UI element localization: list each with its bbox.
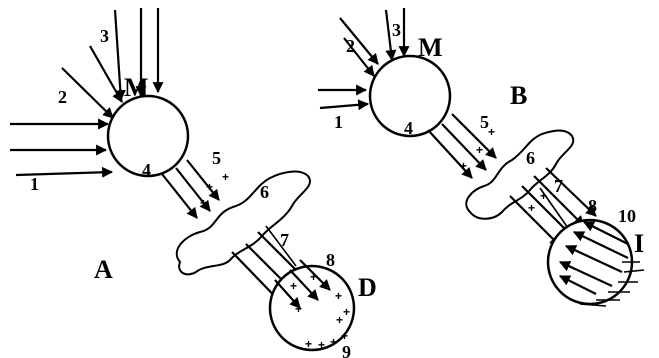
charge-mark: + bbox=[488, 125, 495, 139]
panel-b-obstacle bbox=[465, 129, 575, 220]
charge-mark: + bbox=[295, 302, 302, 316]
charge-mark: + bbox=[476, 143, 483, 157]
charge-mark: + bbox=[341, 329, 348, 343]
panel-b-incoming-rays-2 bbox=[339, 17, 379, 77]
panel-b-passing-rays bbox=[509, 167, 597, 247]
charge-mark: + bbox=[540, 189, 547, 203]
panel-b-label-2: 2 bbox=[346, 36, 355, 56]
panel-b-label-7: 7 bbox=[554, 176, 563, 196]
panel-a-label-8: 8 bbox=[326, 250, 335, 270]
charge-mark: + bbox=[290, 279, 297, 293]
charge-mark: + bbox=[330, 335, 337, 349]
panel-a-label-m: M bbox=[124, 73, 149, 102]
panel-a-incoming-rays-2 bbox=[61, 45, 123, 119]
panel-b-label-10: 10 bbox=[618, 206, 636, 226]
charge-mark: + bbox=[336, 313, 343, 327]
panel-a-label-1: 1 bbox=[30, 174, 39, 194]
panel-a-emitted-charges: + + + bbox=[200, 170, 229, 210]
panel-a-label-4: 4 bbox=[142, 160, 151, 180]
panel-a-target-charges: + + + + + + + + + + bbox=[290, 270, 350, 352]
panel-a-sphere-m bbox=[106, 94, 190, 178]
charge-mark: + bbox=[310, 270, 317, 284]
panel-b-label-6: 6 bbox=[526, 148, 535, 168]
panel-b-label-i: I bbox=[634, 229, 644, 258]
panel-b-title: B bbox=[510, 81, 527, 110]
panel-a-label-2: 2 bbox=[58, 87, 67, 107]
panel-b-label-m: M bbox=[418, 33, 443, 62]
panel-b-label-1: 1 bbox=[334, 112, 343, 132]
panel-a-label-7: 7 bbox=[280, 230, 289, 250]
panel-b-sphere-m bbox=[368, 54, 452, 138]
panel-a-emitted-rays bbox=[161, 159, 220, 219]
panel-a: + + + + + + + + + + + + + bbox=[10, 8, 377, 358]
charge-mark: + bbox=[222, 170, 229, 184]
panel-a-label-d: D bbox=[358, 273, 377, 302]
charge-mark: + bbox=[318, 338, 325, 352]
panel-a-sphere-d bbox=[268, 264, 356, 352]
panel-b-induced-charges bbox=[579, 261, 645, 307]
panel-a-inner-ray bbox=[274, 279, 301, 309]
panel-a-label-5: 5 bbox=[212, 148, 221, 168]
panel-a-inner-ray bbox=[299, 259, 331, 291]
charge-mark: + bbox=[528, 201, 535, 215]
charge-mark: + bbox=[200, 196, 207, 210]
charge-mark: + bbox=[206, 180, 213, 194]
panel-a-label-9: 9 bbox=[342, 342, 351, 358]
charge-mark: + bbox=[305, 337, 312, 351]
charge-mark: + bbox=[460, 159, 467, 173]
panel-b-emitted-charges: + + + bbox=[460, 125, 495, 173]
panel-a-label-3: 3 bbox=[100, 26, 109, 46]
panel-b-passing-charges: + + bbox=[528, 189, 547, 215]
panel-a-label-6: 6 bbox=[260, 182, 269, 202]
panel-a-obstacle bbox=[175, 170, 311, 276]
panel-b: + + + + + bbox=[318, 8, 645, 307]
panel-b-emitted-rays bbox=[427, 113, 497, 179]
panel-a-incoming-rays-3 bbox=[113, 8, 164, 102]
panel-b-reflected-rays bbox=[559, 221, 629, 295]
charge-mark: + bbox=[343, 305, 350, 319]
panel-b-incoming-rays-1 bbox=[318, 84, 370, 111]
panel-a-inner-ray bbox=[289, 269, 319, 301]
panel-a-title: A bbox=[94, 255, 113, 284]
panel-b-label-8: 8 bbox=[588, 196, 597, 216]
panel-b-label-3: 3 bbox=[392, 20, 401, 40]
panel-b-incoming-rays-3 bbox=[384, 8, 410, 62]
panel-b-label-4: 4 bbox=[404, 118, 413, 138]
panel-a-incoming-rays-1 bbox=[10, 118, 114, 178]
charge-mark: + bbox=[335, 289, 342, 303]
panel-b-label-5: 5 bbox=[480, 112, 489, 132]
